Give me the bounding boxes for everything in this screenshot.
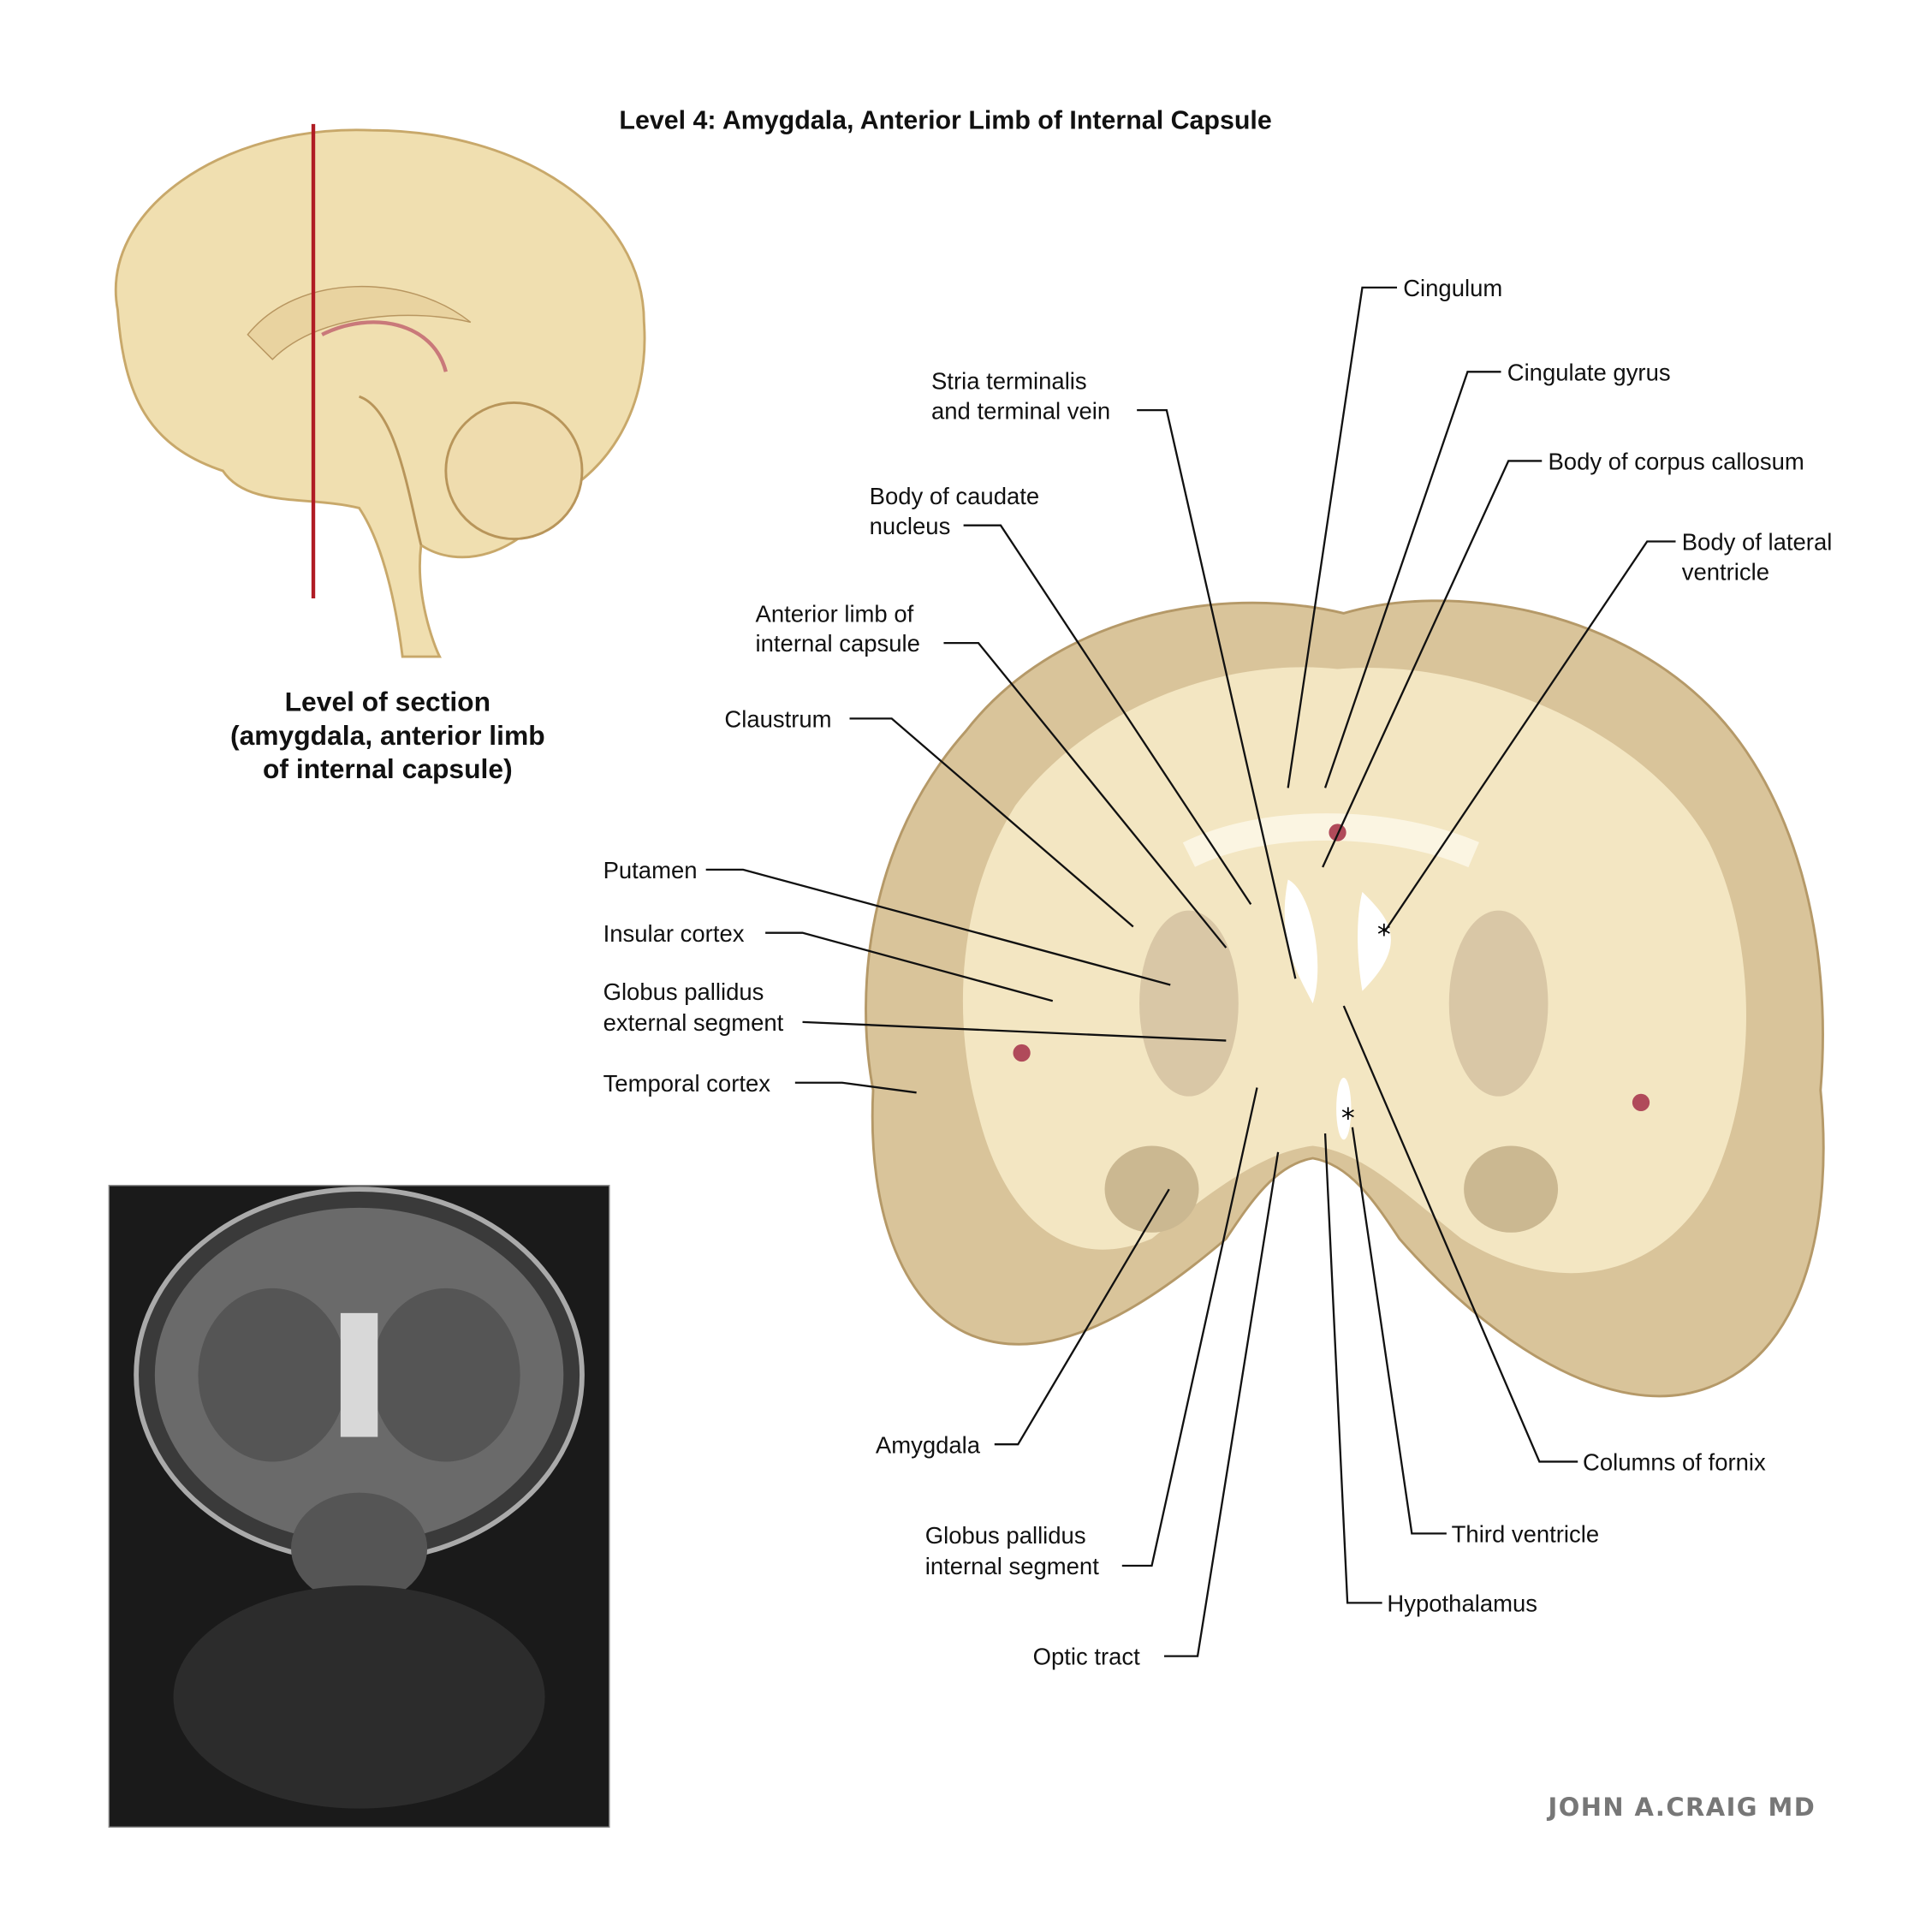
coronal-mri-image [108, 1185, 610, 1828]
label-claustrum: Claustrum [724, 706, 831, 733]
coronal-section-illustration: * * [865, 599, 1825, 1398]
label-stria-terminalis-2: and terminal vein [931, 397, 1110, 424]
label-third-ventricle: Third ventricle [1452, 1521, 1600, 1548]
label-body-caudate-2: nucleus [870, 513, 951, 539]
label-gp-internal: Globus pallidus [925, 1522, 1086, 1549]
label-anterior-limb: Anterior limb of [756, 601, 914, 627]
artist-signature: JOHN A.CRAIG MD [1546, 1793, 1816, 1822]
label-gp-external: Globus pallidus [603, 978, 764, 1005]
label-cingulate-gyrus: Cingulate gyrus [1507, 359, 1671, 385]
section-caption-line1: Level of section [285, 687, 490, 717]
label-amygdala: Amygdala [876, 1431, 981, 1458]
asterisk-marker: * [1341, 1102, 1355, 1134]
label-stria-terminalis: Stria terminalis [931, 368, 1087, 395]
label-insular-cortex: Insular cortex [603, 920, 745, 947]
label-hypothalamus: Hypothalamus [1387, 1591, 1537, 1617]
label-body-caudate: Body of caudate [870, 483, 1040, 509]
asterisk-marker: * [1377, 919, 1391, 951]
label-putamen: Putamen [603, 857, 698, 883]
figure-title: Level 4: Amygdala, Anterior Limb of Inte… [619, 106, 1271, 135]
label-body-lateral-ventricle: Body of lateral [1682, 529, 1833, 556]
label-columns-fornix: Columns of fornix [1583, 1449, 1766, 1476]
label-gp-external-2: external segment [603, 1009, 784, 1036]
leader-lines [705, 286, 1676, 1657]
label-gp-internal-2: internal segment [925, 1553, 1099, 1579]
label-body-lateral-ventricle-2: ventricle [1682, 558, 1769, 585]
section-caption-line3: of internal capsule) [263, 753, 513, 784]
sagittal-brain-illustration [115, 123, 646, 658]
label-temporal-cortex: Temporal cortex [603, 1070, 771, 1097]
label-cingulum: Cingulum [1403, 275, 1502, 301]
label-anterior-limb-2: internal capsule [756, 630, 920, 657]
label-optic-tract: Optic tract [1033, 1644, 1141, 1670]
section-caption-line2: (amygdala, anterior limb [230, 720, 545, 751]
label-body-corpus-callosum: Body of corpus callosum [1548, 449, 1804, 475]
